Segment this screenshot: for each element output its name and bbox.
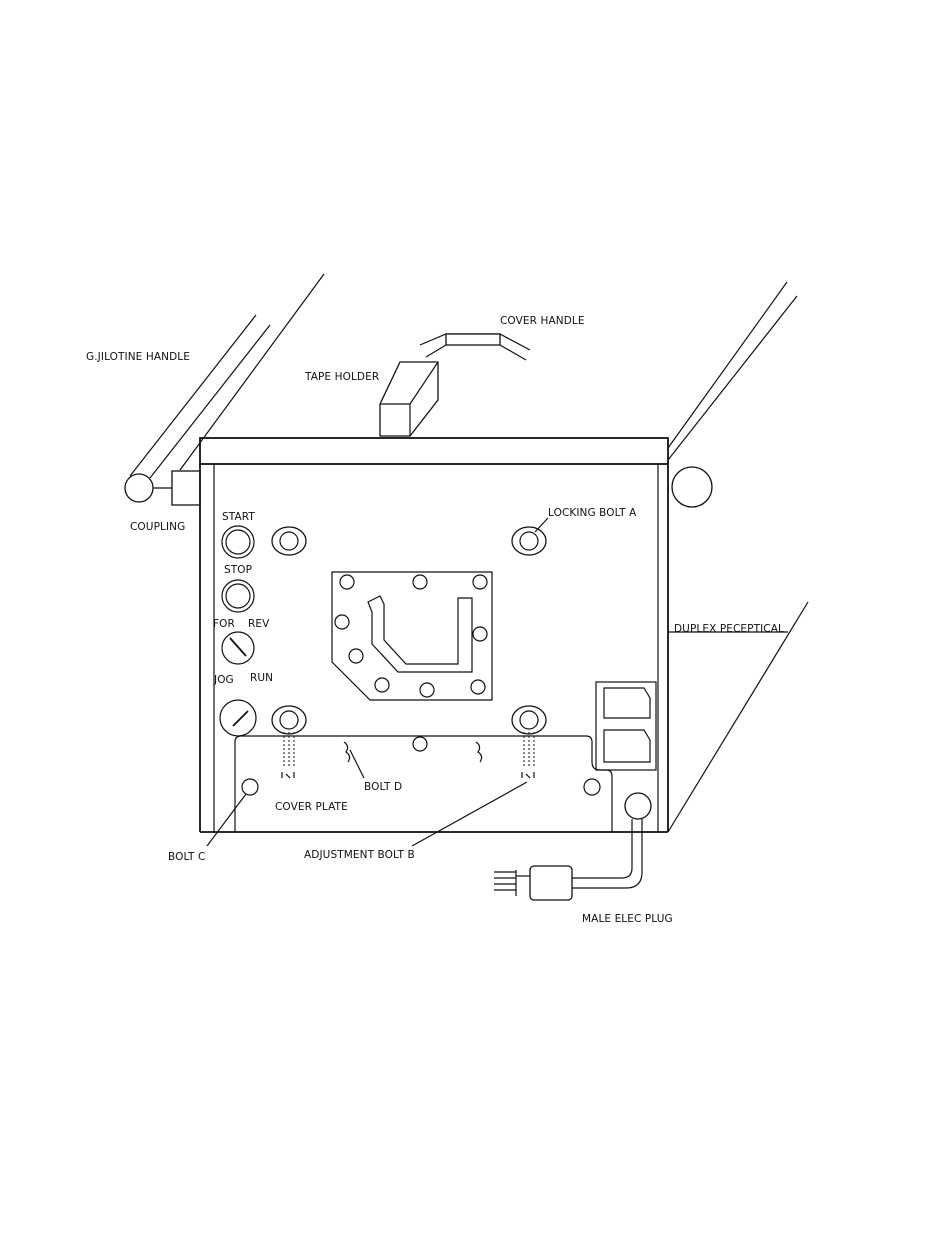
label-jog: JOG: [213, 674, 234, 686]
label-cover-plate: COVER PLATE: [275, 801, 348, 813]
label-start: START: [222, 511, 255, 523]
guillotine-handle-rails: [130, 274, 324, 478]
label-bolt-c: BOLT C: [168, 851, 205, 863]
label-rev: REV: [248, 618, 270, 630]
start-button: [222, 526, 254, 558]
adjustment-bolt-b: [522, 732, 534, 778]
inspection-plate: [332, 572, 492, 700]
guillotine-handle-end: [125, 471, 200, 505]
leader-lines: [207, 518, 788, 846]
label-run: RUN: [250, 672, 273, 684]
right-rails: [668, 282, 808, 832]
label-duplex-receptacle: DUPLEX PECEPTICAL: [674, 623, 784, 635]
label-guillotine-handle: G.JILOTINE HANDLE: [86, 351, 190, 363]
label-locking-bolt-a: LOCKING BOLT A: [548, 507, 637, 519]
label-male-elec-plug: MALE ELEC PLUG: [582, 913, 673, 925]
label-cover-handle: COVER HANDLE: [500, 315, 585, 327]
for-rev-switch: [222, 632, 254, 664]
label-coupling: COUPLING: [130, 521, 185, 533]
label-for: FOR: [213, 618, 235, 630]
jog-run-switch: [220, 700, 256, 736]
label-stop: STOP: [224, 564, 252, 576]
tape-holder: [380, 362, 438, 436]
adjustment-bolt-left: [282, 732, 294, 778]
label-adjustment-bolt-b: ADJUSTMENT BOLT B: [304, 849, 415, 861]
locking-bolt-a: [512, 527, 546, 555]
cover-handle: [420, 334, 530, 360]
locking-bolt-lower-right: [512, 706, 546, 734]
label-bolt-d: BOLT D: [364, 781, 402, 793]
stop-button: [222, 580, 254, 612]
duplex-receptacle: [596, 682, 656, 770]
male-elec-plug: [494, 866, 572, 900]
cover-plate: [235, 736, 612, 832]
locking-bolt-upper-left: [272, 527, 306, 555]
housing: [200, 438, 668, 832]
locking-bolt-lower-left: [272, 706, 306, 734]
label-tape-holder: TAPE HOLDER: [304, 371, 379, 383]
